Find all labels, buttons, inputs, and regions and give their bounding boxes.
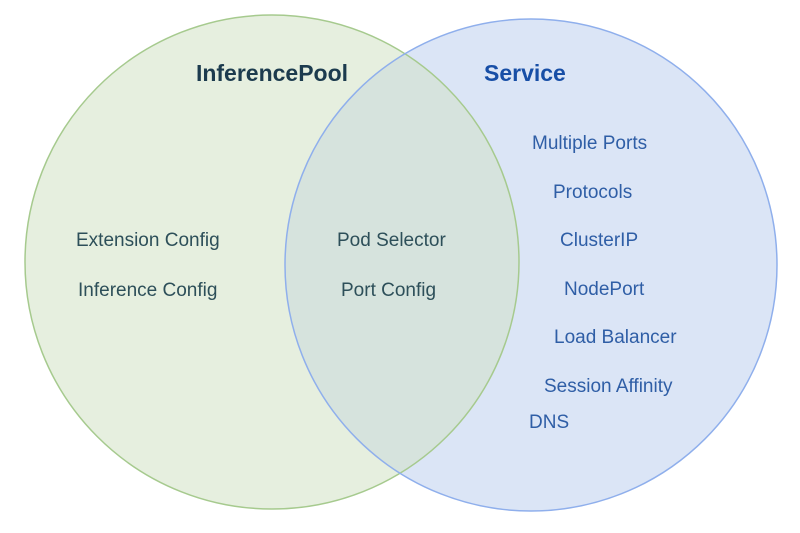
- right-item-session-affinity: Session Affinity: [544, 376, 673, 397]
- right-item-load-balancer: Load Balancer: [554, 327, 677, 348]
- intersection-item-port-config: Port Config: [341, 280, 437, 301]
- left-circle-outline: [24, 14, 520, 510]
- intersection-region: [285, 19, 519, 509]
- left-item-extension-config: Extension Config: [76, 230, 220, 251]
- right-item-nodeport: NodePort: [564, 279, 645, 300]
- right-circle-outline: [284, 18, 778, 512]
- intersection-item-pod-selector: Pod Selector: [337, 230, 446, 251]
- right-item-clusterip: ClusterIP: [560, 230, 639, 251]
- left-item-inference-config: Inference Config: [78, 280, 218, 301]
- left-circle-title: InferencePool: [195, 60, 349, 86]
- right-item-dns: DNS: [529, 412, 570, 433]
- right-item-protocols: Protocols: [553, 182, 633, 203]
- right-circle-title: Service: [484, 60, 566, 86]
- right-item-multiple-ports: Multiple Ports: [532, 133, 648, 154]
